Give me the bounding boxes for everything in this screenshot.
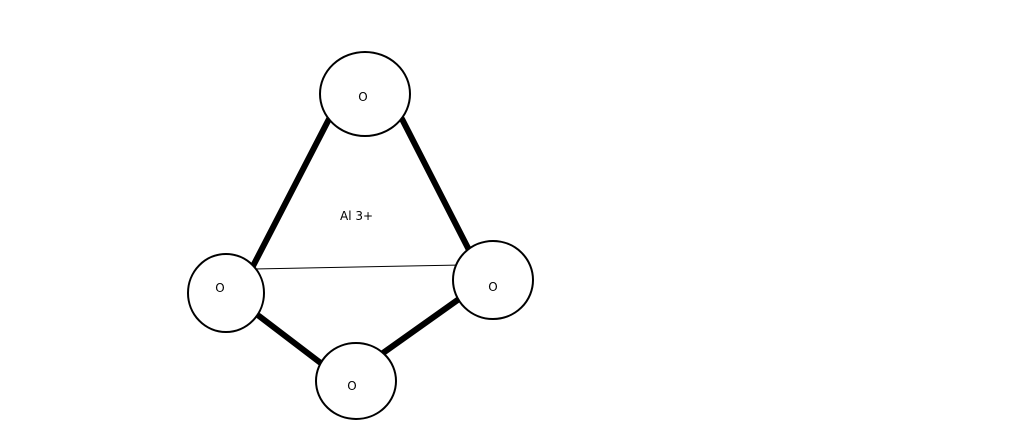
oxygen-atom-bottom: O bbox=[315, 342, 397, 420]
bond-top-left bbox=[249, 116, 332, 271]
atom-label-left: O bbox=[215, 281, 224, 295]
bond-top-right bbox=[399, 116, 472, 253]
oxygen-atom-left: O bbox=[187, 253, 265, 333]
bond-left-right bbox=[251, 264, 463, 270]
oxygen-atom-right: O bbox=[452, 240, 534, 320]
bond-right-bottom bbox=[380, 296, 462, 356]
atom-label-right: O bbox=[488, 280, 497, 294]
oxygen-atom-top: O bbox=[319, 51, 411, 137]
atom-label-top: O bbox=[358, 90, 367, 104]
aluminium-ion-label: Al 3+ bbox=[340, 209, 373, 223]
atom-label-bottom: O bbox=[347, 379, 356, 393]
bond-left-bottom bbox=[256, 313, 325, 367]
